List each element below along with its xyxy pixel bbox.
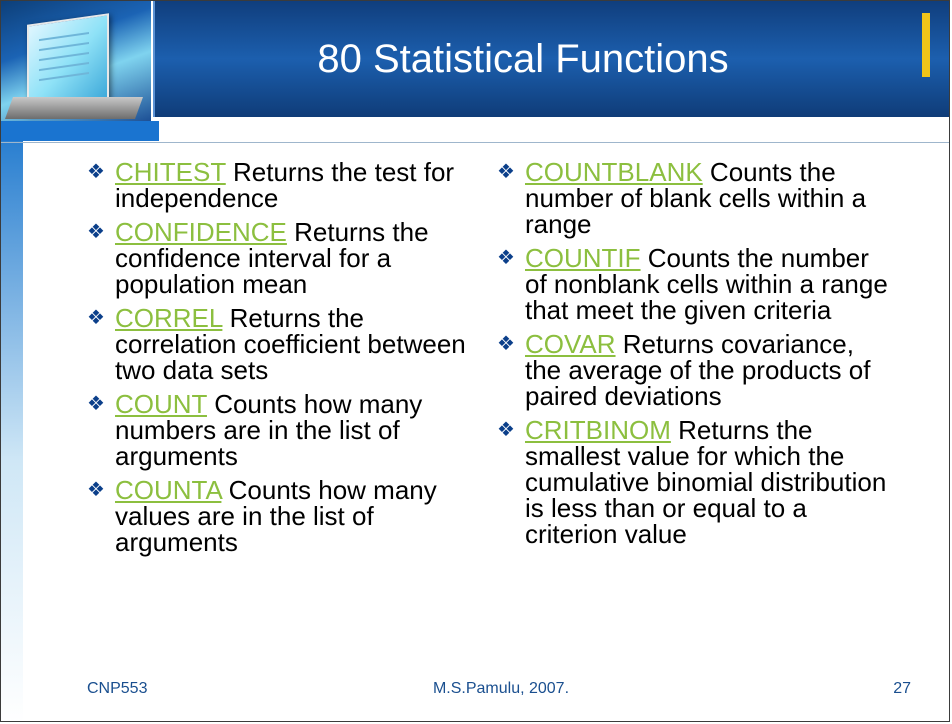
list-item: ❖ CHITEST Returns the test for independe… bbox=[87, 159, 487, 211]
list-item: ❖ COUNT Counts how many numbers are in t… bbox=[87, 391, 487, 469]
header-blue-stripe bbox=[1, 121, 159, 141]
header-divider bbox=[1, 142, 949, 143]
function-description: Returns covariance, the average of the p… bbox=[525, 329, 871, 411]
list-item: ❖ CORREL Returns the correlation coeffic… bbox=[87, 305, 487, 383]
function-description: Returns the correlation coefficient betw… bbox=[115, 303, 466, 385]
list-item: ❖ COVAR Returns covariance, the average … bbox=[497, 331, 897, 409]
diamond-bullet-icon: ❖ bbox=[87, 479, 105, 501]
list-item: ❖ CONFIDENCE Returns the confidence inte… bbox=[87, 219, 487, 297]
list-item: ❖ COUNTIF Counts the number of nonblank … bbox=[497, 245, 897, 323]
diamond-bullet-icon: ❖ bbox=[87, 393, 105, 415]
right-column: ❖ COUNTBLANK Counts the number of blank … bbox=[497, 159, 897, 555]
function-description: Counts the number of blank cells within … bbox=[525, 157, 867, 239]
function-link-countblank[interactable]: COUNTBLANK bbox=[525, 157, 703, 187]
diamond-bullet-icon: ❖ bbox=[497, 247, 515, 269]
function-link-countif[interactable]: COUNTIF bbox=[525, 243, 641, 273]
side-gradient-strip bbox=[1, 141, 23, 721]
footer-author: M.S.Pamulu, 2007. bbox=[432, 680, 570, 697]
function-description: Returns the test for independence bbox=[115, 157, 455, 213]
page-number: 27 bbox=[893, 680, 911, 697]
function-link-confidence[interactable]: CONFIDENCE bbox=[115, 217, 287, 247]
diamond-bullet-icon: ❖ bbox=[87, 307, 105, 329]
function-link-count[interactable]: COUNT bbox=[115, 389, 207, 419]
left-column: ❖ CHITEST Returns the test for independe… bbox=[87, 159, 487, 563]
function-link-critbinom[interactable]: CRITBINOM bbox=[525, 415, 671, 445]
function-link-chitest[interactable]: CHITEST bbox=[115, 157, 226, 187]
list-item: ❖ COUNTBLANK Counts the number of blank … bbox=[497, 159, 897, 237]
function-description: Returns the confidence interval for a po… bbox=[115, 217, 429, 299]
function-description: Returns the smallest value for which the… bbox=[525, 415, 887, 549]
function-link-correl[interactable]: CORREL bbox=[115, 303, 223, 333]
diamond-bullet-icon: ❖ bbox=[497, 419, 515, 441]
computer-monitor-image bbox=[1, 1, 151, 121]
diamond-bullet-icon: ❖ bbox=[87, 161, 105, 183]
function-link-counta[interactable]: COUNTA bbox=[115, 475, 222, 505]
diamond-bullet-icon: ❖ bbox=[497, 161, 515, 183]
function-description: Counts how many values are in the list o… bbox=[115, 475, 437, 557]
diamond-bullet-icon: ❖ bbox=[497, 333, 515, 355]
list-item: ❖ CRITBINOM Returns the smallest value f… bbox=[497, 417, 897, 547]
diamond-bullet-icon: ❖ bbox=[87, 221, 105, 243]
keyboard-base bbox=[4, 97, 144, 119]
list-item: ❖ COUNTA Counts how many values are in t… bbox=[87, 477, 487, 555]
slide-title: 80 Statistical Functions bbox=[317, 36, 729, 81]
function-link-covar[interactable]: COVAR bbox=[525, 329, 616, 359]
function-description: Counts how many numbers are in the list … bbox=[115, 389, 423, 471]
footer-course: CNP553 bbox=[87, 680, 148, 697]
title-banner bbox=[153, 1, 949, 117]
title-accent-bar bbox=[922, 13, 930, 77]
function-description: Counts the number of nonblank cells with… bbox=[525, 243, 888, 325]
